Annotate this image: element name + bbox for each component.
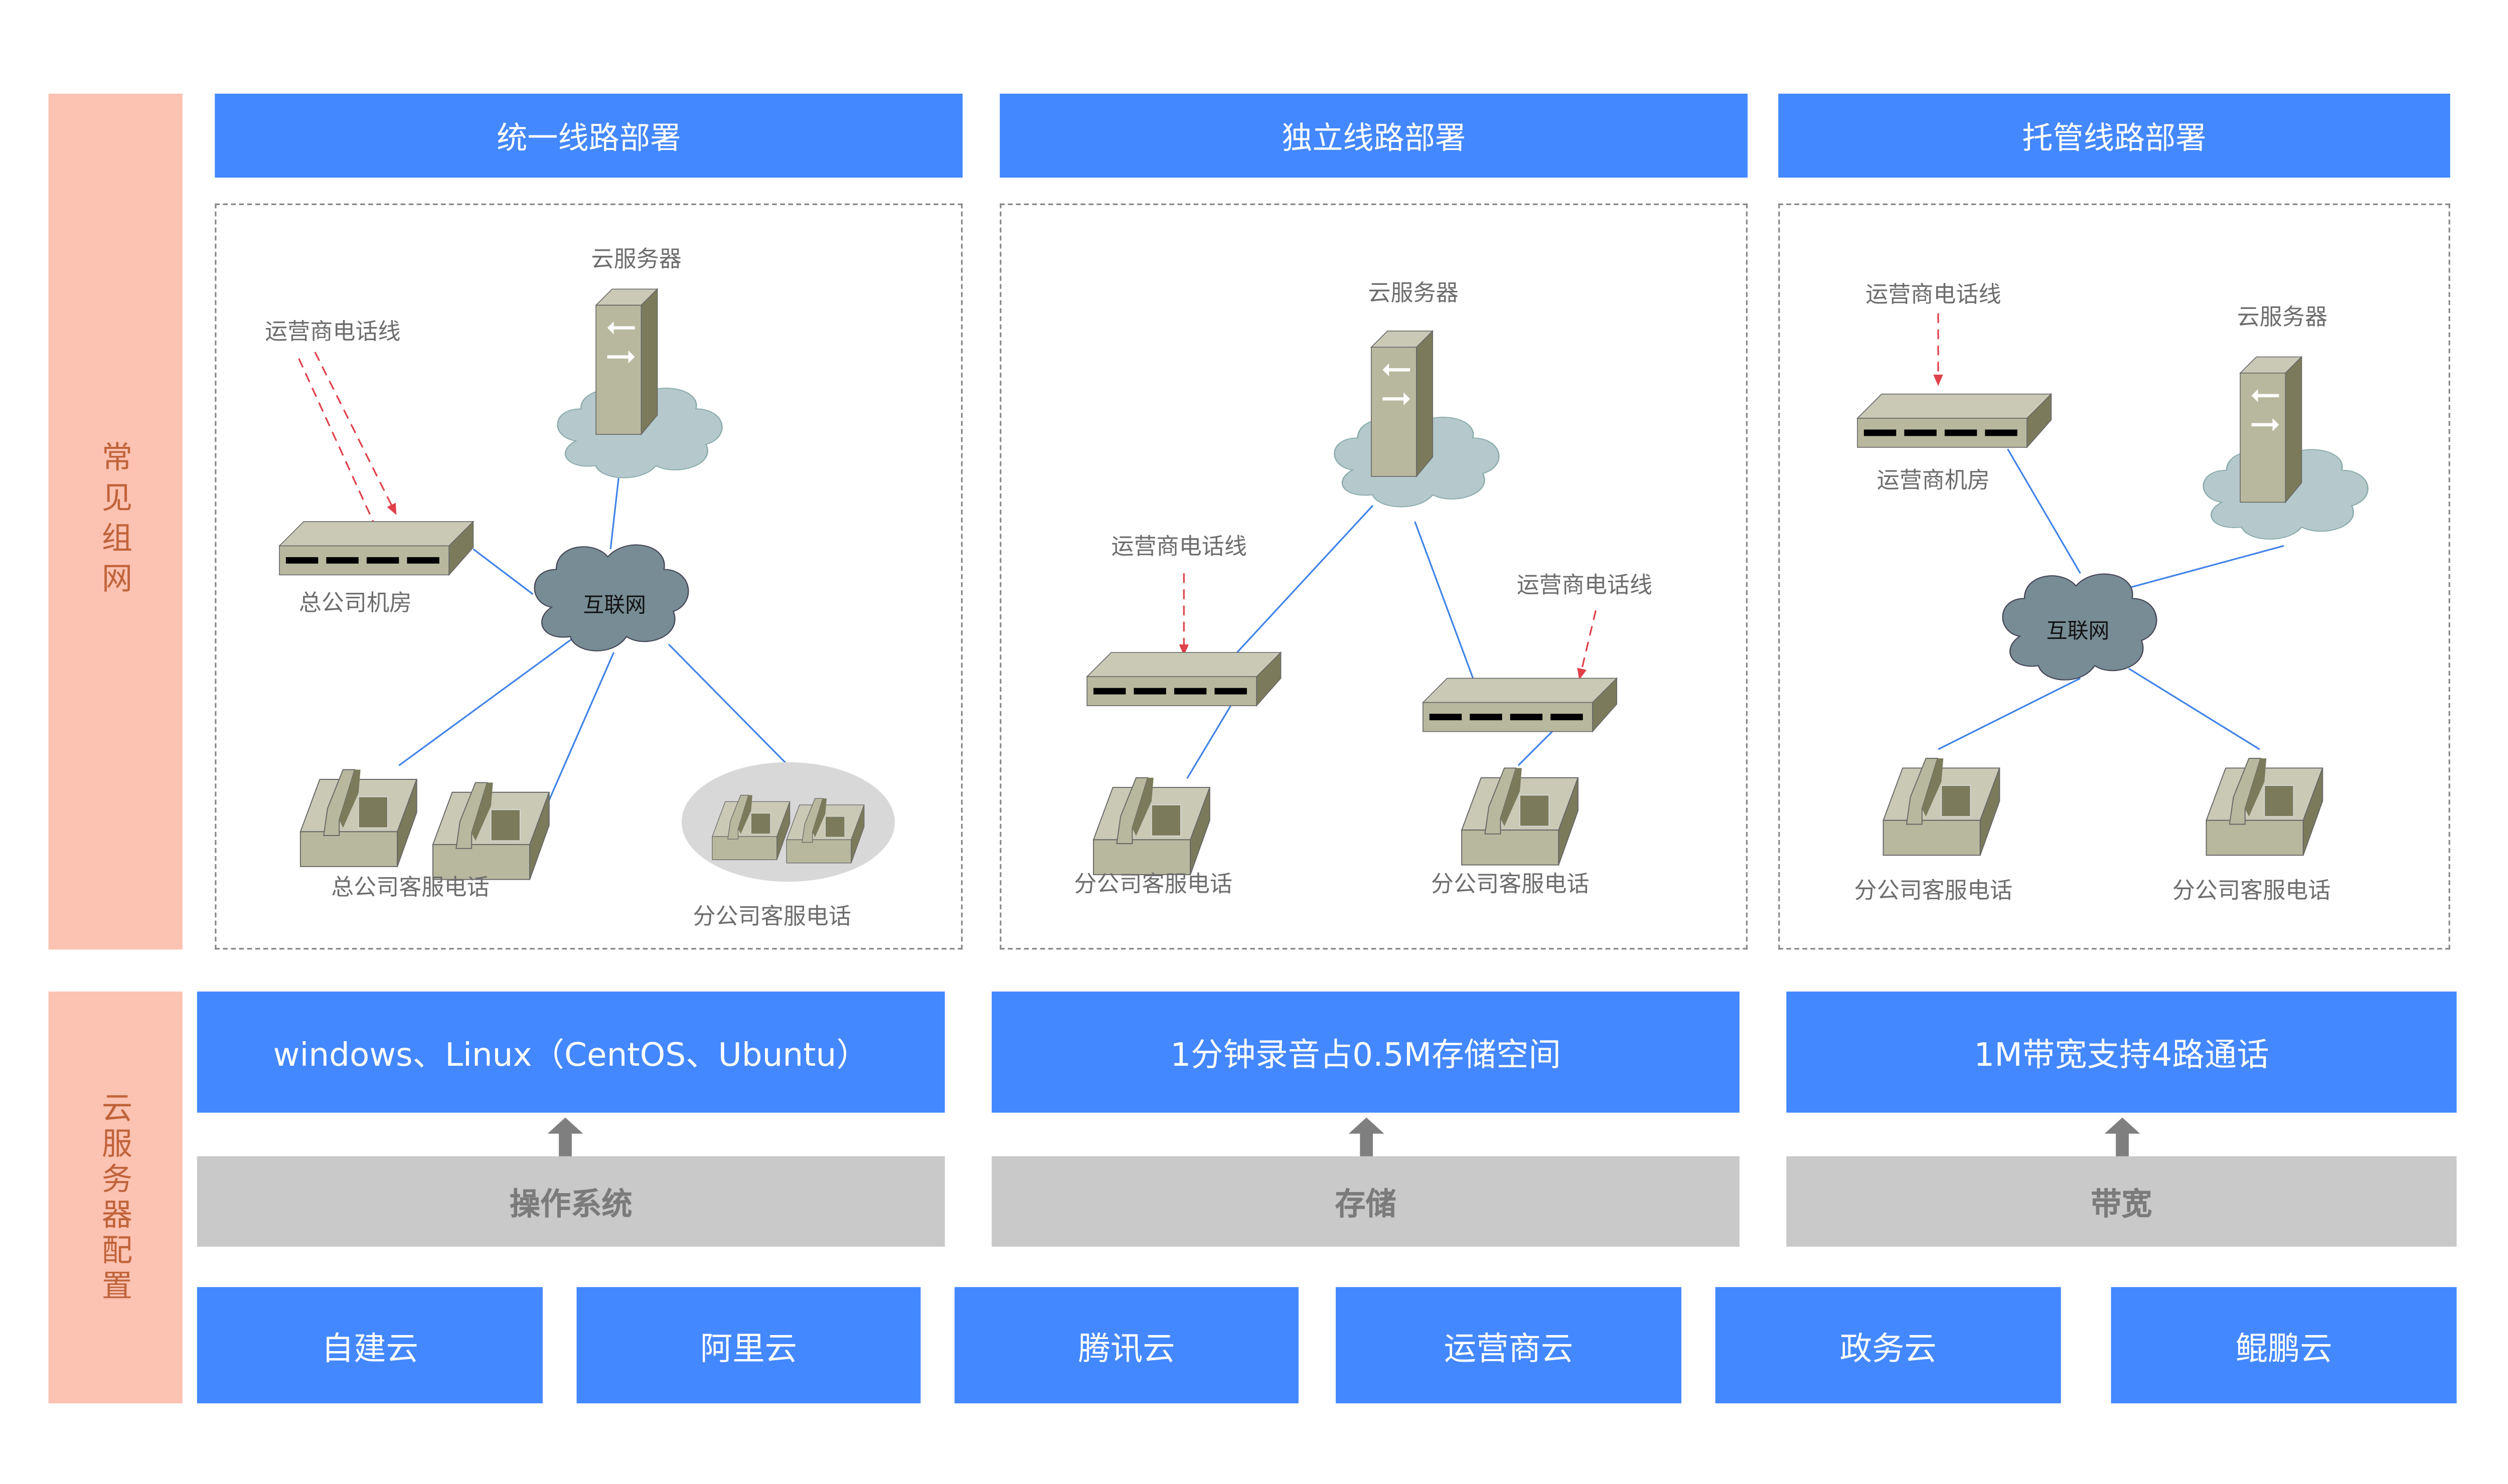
side-label-networking: 常见组网 — [48, 93, 183, 950]
carrier-line-1b — [314, 352, 397, 515]
phone-icon — [711, 794, 791, 861]
label-branch-phone: 分公司客服电话 — [2172, 878, 2331, 905]
carrier-line-1a — [298, 358, 376, 526]
spec-os: windows、Linux（CentOS、Ubuntu） — [197, 992, 945, 1113]
label-branch-phones: 分公司客服电话 — [693, 904, 851, 930]
switch-icon — [1856, 393, 2053, 448]
provider-aliyun: 阿里云 — [576, 1287, 921, 1404]
carrier-line-2b — [1577, 610, 1597, 680]
provider-tencent: 腾讯云 — [955, 1287, 1299, 1404]
label-carrier-line: 运营商电话线 — [1865, 282, 2001, 309]
label-internet: 互联网 — [583, 594, 647, 619]
up-arrow-icon — [1348, 1117, 1384, 1157]
category-storage: 存储 — [992, 1156, 1740, 1247]
switch-icon — [278, 521, 475, 576]
category-os: 操作系统 — [197, 1156, 945, 1247]
panel-unified-line — [215, 203, 963, 950]
label-carrier-line: 运营商电话线 — [1111, 534, 1247, 561]
spec-bandwidth: 1M带宽支持4路通话 — [1786, 992, 2457, 1113]
server-icon — [1370, 330, 1434, 477]
phone-icon — [1461, 767, 1579, 866]
header-independent-line: 独立线路部署 — [1000, 93, 1748, 178]
up-arrow-icon — [547, 1117, 583, 1157]
label-carrier-room: 运营商机房 — [1876, 468, 1990, 494]
side-label-cloud-config: 云服务器配置 — [48, 992, 183, 1404]
label-internet: 互联网 — [2046, 620, 2110, 644]
header-unified-line: 统一线路部署 — [215, 93, 963, 178]
side-label-cloud-config-text: 云服务器配置 — [97, 1091, 133, 1304]
provider-carrier: 运营商云 — [1335, 1287, 1682, 1404]
phone-icon — [299, 768, 418, 868]
label-cloud-server: 云服务器 — [2237, 305, 2328, 332]
side-label-networking-text: 常见组网 — [97, 441, 133, 603]
panel1-links — [398, 477, 789, 808]
provider-government: 政务云 — [1715, 1287, 2061, 1404]
label-hq-room: 总公司机房 — [298, 591, 412, 617]
label-cloud-server: 云服务器 — [591, 247, 682, 273]
spec-storage: 1分钟录音占0.5M存储空间 — [992, 992, 1740, 1113]
server-icon — [2239, 356, 2303, 504]
provider-self-built: 自建云 — [197, 1287, 543, 1404]
label-carrier-line: 运营商电话线 — [265, 319, 401, 346]
phone-icon — [1882, 757, 2001, 857]
panel-hosted-line — [1778, 203, 2450, 950]
label-branch-phone: 分公司客服电话 — [1854, 878, 2013, 905]
server-icon — [595, 288, 659, 435]
switch-icon — [1422, 677, 1618, 733]
phone-icon — [786, 797, 865, 864]
label-branch-phone: 分公司客服电话 — [1431, 872, 1590, 898]
phone-icon — [432, 781, 550, 881]
phone-icon — [2205, 757, 2324, 857]
phone-icon — [1092, 776, 1211, 876]
label-cloud-server: 云服务器 — [1368, 281, 1459, 307]
label-branch-phone: 分公司客服电话 — [1074, 872, 1232, 898]
label-hq-phones: 总公司客服电话 — [331, 875, 490, 901]
label-carrier-line: 运营商电话线 — [1516, 573, 1653, 599]
up-arrow-icon — [2104, 1117, 2140, 1157]
panel-independent-line — [1000, 203, 1748, 950]
header-hosted-line: 托管线路部署 — [1778, 93, 2450, 178]
switch-icon — [1086, 651, 1282, 707]
category-bandwidth: 带宽 — [1786, 1156, 2457, 1247]
provider-kunpeng: 鲲鹏云 — [2111, 1287, 2457, 1404]
